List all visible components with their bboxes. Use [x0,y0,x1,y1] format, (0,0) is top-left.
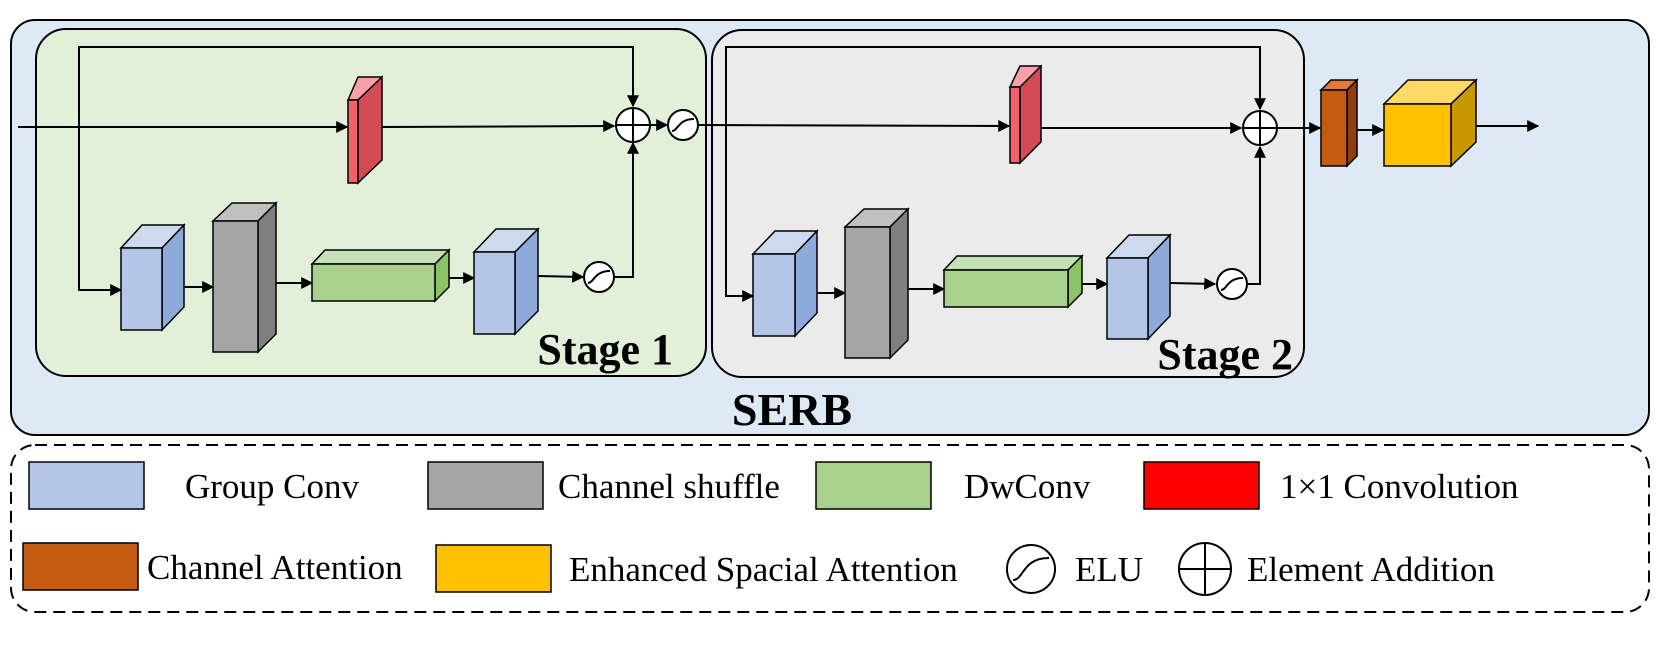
legend-item-conv1x1: 1×1 Convolution [1143,461,1519,510]
stage2-label: Stage 2 [1157,330,1293,379]
channel-attention-block [1319,78,1359,168]
legend-label-group-conv: Group Conv [185,467,360,506]
legend-label-channel-shuffle: Channel shuffle [558,467,780,506]
legend-label-elu: ELU [1075,550,1143,589]
element-addition-icon [1178,542,1232,596]
legend-label-dwconv: DwConv [964,467,1091,506]
dwconv-block-stage2 [942,254,1084,309]
elu-icon [1216,268,1248,300]
group-conv-block-stage1-b [472,227,540,336]
group-conv-block-stage2-b [1105,233,1172,341]
serb-label: SERB [732,384,852,435]
legend-item-spatial-attention: Enhanced Spacial Attention [435,544,958,593]
group-conv-block-stage1-a [119,223,186,332]
channel-shuffle-block-stage1 [211,201,278,354]
conv1x1-block-stage1 [346,75,384,185]
legend-label-channel-attention: Channel Attention [147,548,403,587]
channel-shuffle-block-stage2 [843,207,910,360]
legend-item-element-addition: Element Addition [1178,542,1495,596]
legend-label-conv1x1: 1×1 Convolution [1280,467,1519,506]
conv1x1-block-stage2 [1008,64,1043,165]
legend-item-dwconv: DwConv [815,461,1091,510]
legend-label-spatial-attention: Enhanced Spacial Attention [569,550,958,589]
element-addition-icon [615,107,651,143]
stage1-label: Stage 1 [537,325,673,374]
legend-item-group-conv: Group Conv [28,461,360,510]
connection-wires [18,46,1540,302]
element-addition-icon [1242,110,1278,146]
elu-icon [583,261,615,293]
legend-item-elu: ELU [1006,544,1143,594]
elu-icon [1006,544,1056,594]
legend-item-channel-attention: Channel Attention [22,542,403,591]
spatial-attention-block [1382,78,1478,168]
legend-item-channel-shuffle: Channel shuffle [427,461,780,510]
dwconv-block-stage1 [310,248,451,303]
legend-label-element-addition: Element Addition [1247,550,1495,589]
elu-icon [667,109,699,141]
group-conv-block-stage2-a [751,229,819,338]
